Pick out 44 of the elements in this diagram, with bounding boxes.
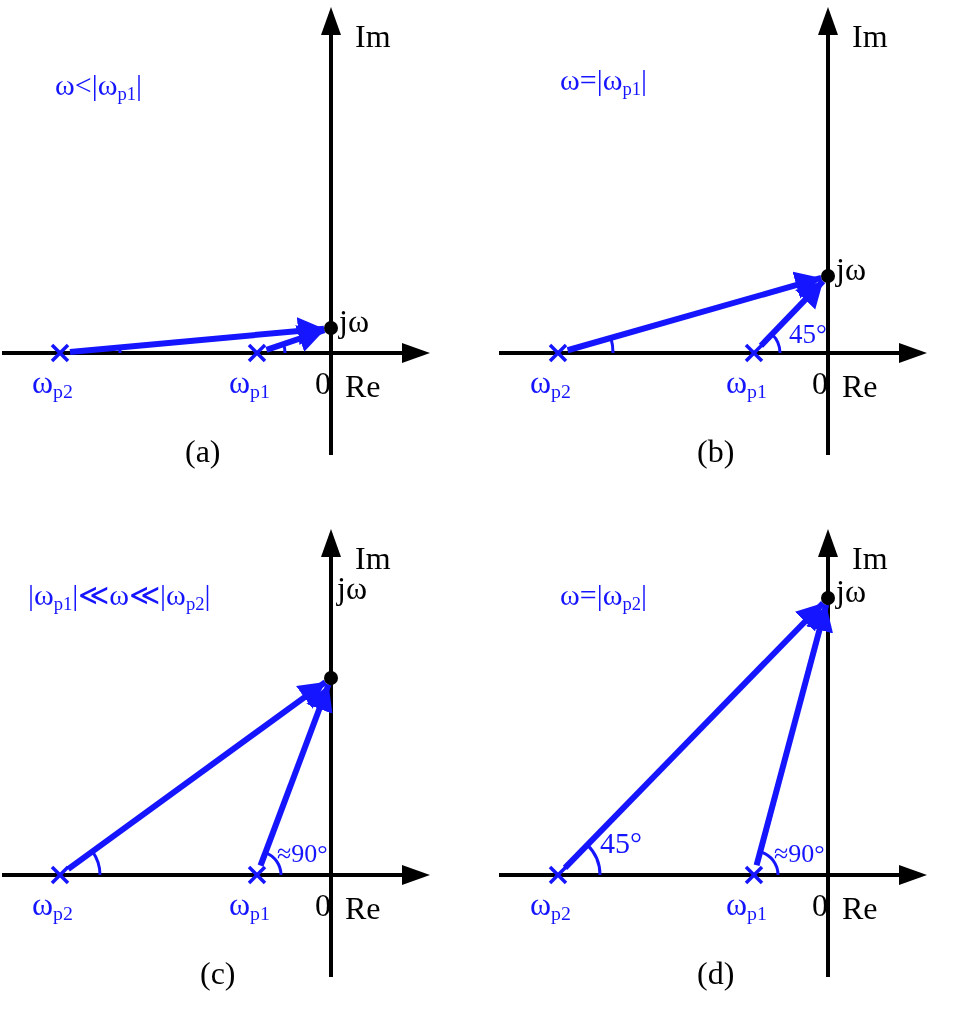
axis-label: 0	[315, 367, 331, 399]
annotation-text: ≈90°	[277, 841, 328, 867]
axis-label: (b)	[697, 435, 735, 467]
pole-marker	[744, 865, 764, 885]
axis-label: Re	[345, 892, 381, 924]
pole-marker	[50, 343, 70, 363]
point-marker	[821, 269, 835, 283]
arrow	[66, 679, 328, 872]
axis-label: Re	[345, 370, 381, 402]
axis-label: Im	[355, 20, 391, 52]
pole-marker	[548, 865, 568, 885]
annotation-text: ≈90°	[774, 841, 825, 867]
point-label: jω	[337, 572, 367, 604]
axis-label: Re	[842, 892, 878, 924]
axis-label: (c)	[200, 957, 236, 989]
axis-label: Im	[852, 542, 888, 574]
axis-label: 0	[315, 889, 331, 921]
arrow	[753, 604, 833, 867]
annotation-text: 45°	[600, 828, 642, 858]
point-marker	[324, 321, 338, 335]
pole-marker	[744, 343, 764, 363]
arrow	[257, 683, 333, 867]
point-marker	[821, 591, 835, 605]
arrow	[758, 278, 826, 348]
axis-label: 0	[812, 889, 828, 921]
arrow	[566, 271, 823, 354]
axis-label: Re	[842, 370, 878, 402]
point-marker	[324, 671, 338, 685]
pole-marker	[548, 343, 568, 363]
pole-marker	[247, 865, 267, 885]
axis-label: Im	[852, 20, 888, 52]
axis-label: Im	[355, 542, 391, 574]
point-label: jω	[836, 253, 866, 285]
arrow	[562, 600, 826, 870]
point-label: jω	[339, 305, 369, 337]
axis-label: (d)	[697, 957, 735, 989]
annotation-text: 45°	[789, 321, 827, 348]
axis-label: 0	[812, 367, 828, 399]
point-label: jω	[836, 575, 866, 607]
pole-marker	[50, 865, 70, 885]
pole-marker	[247, 343, 267, 363]
arrow	[265, 325, 326, 353]
axis-label: (a)	[185, 435, 221, 467]
arrow	[69, 317, 325, 356]
